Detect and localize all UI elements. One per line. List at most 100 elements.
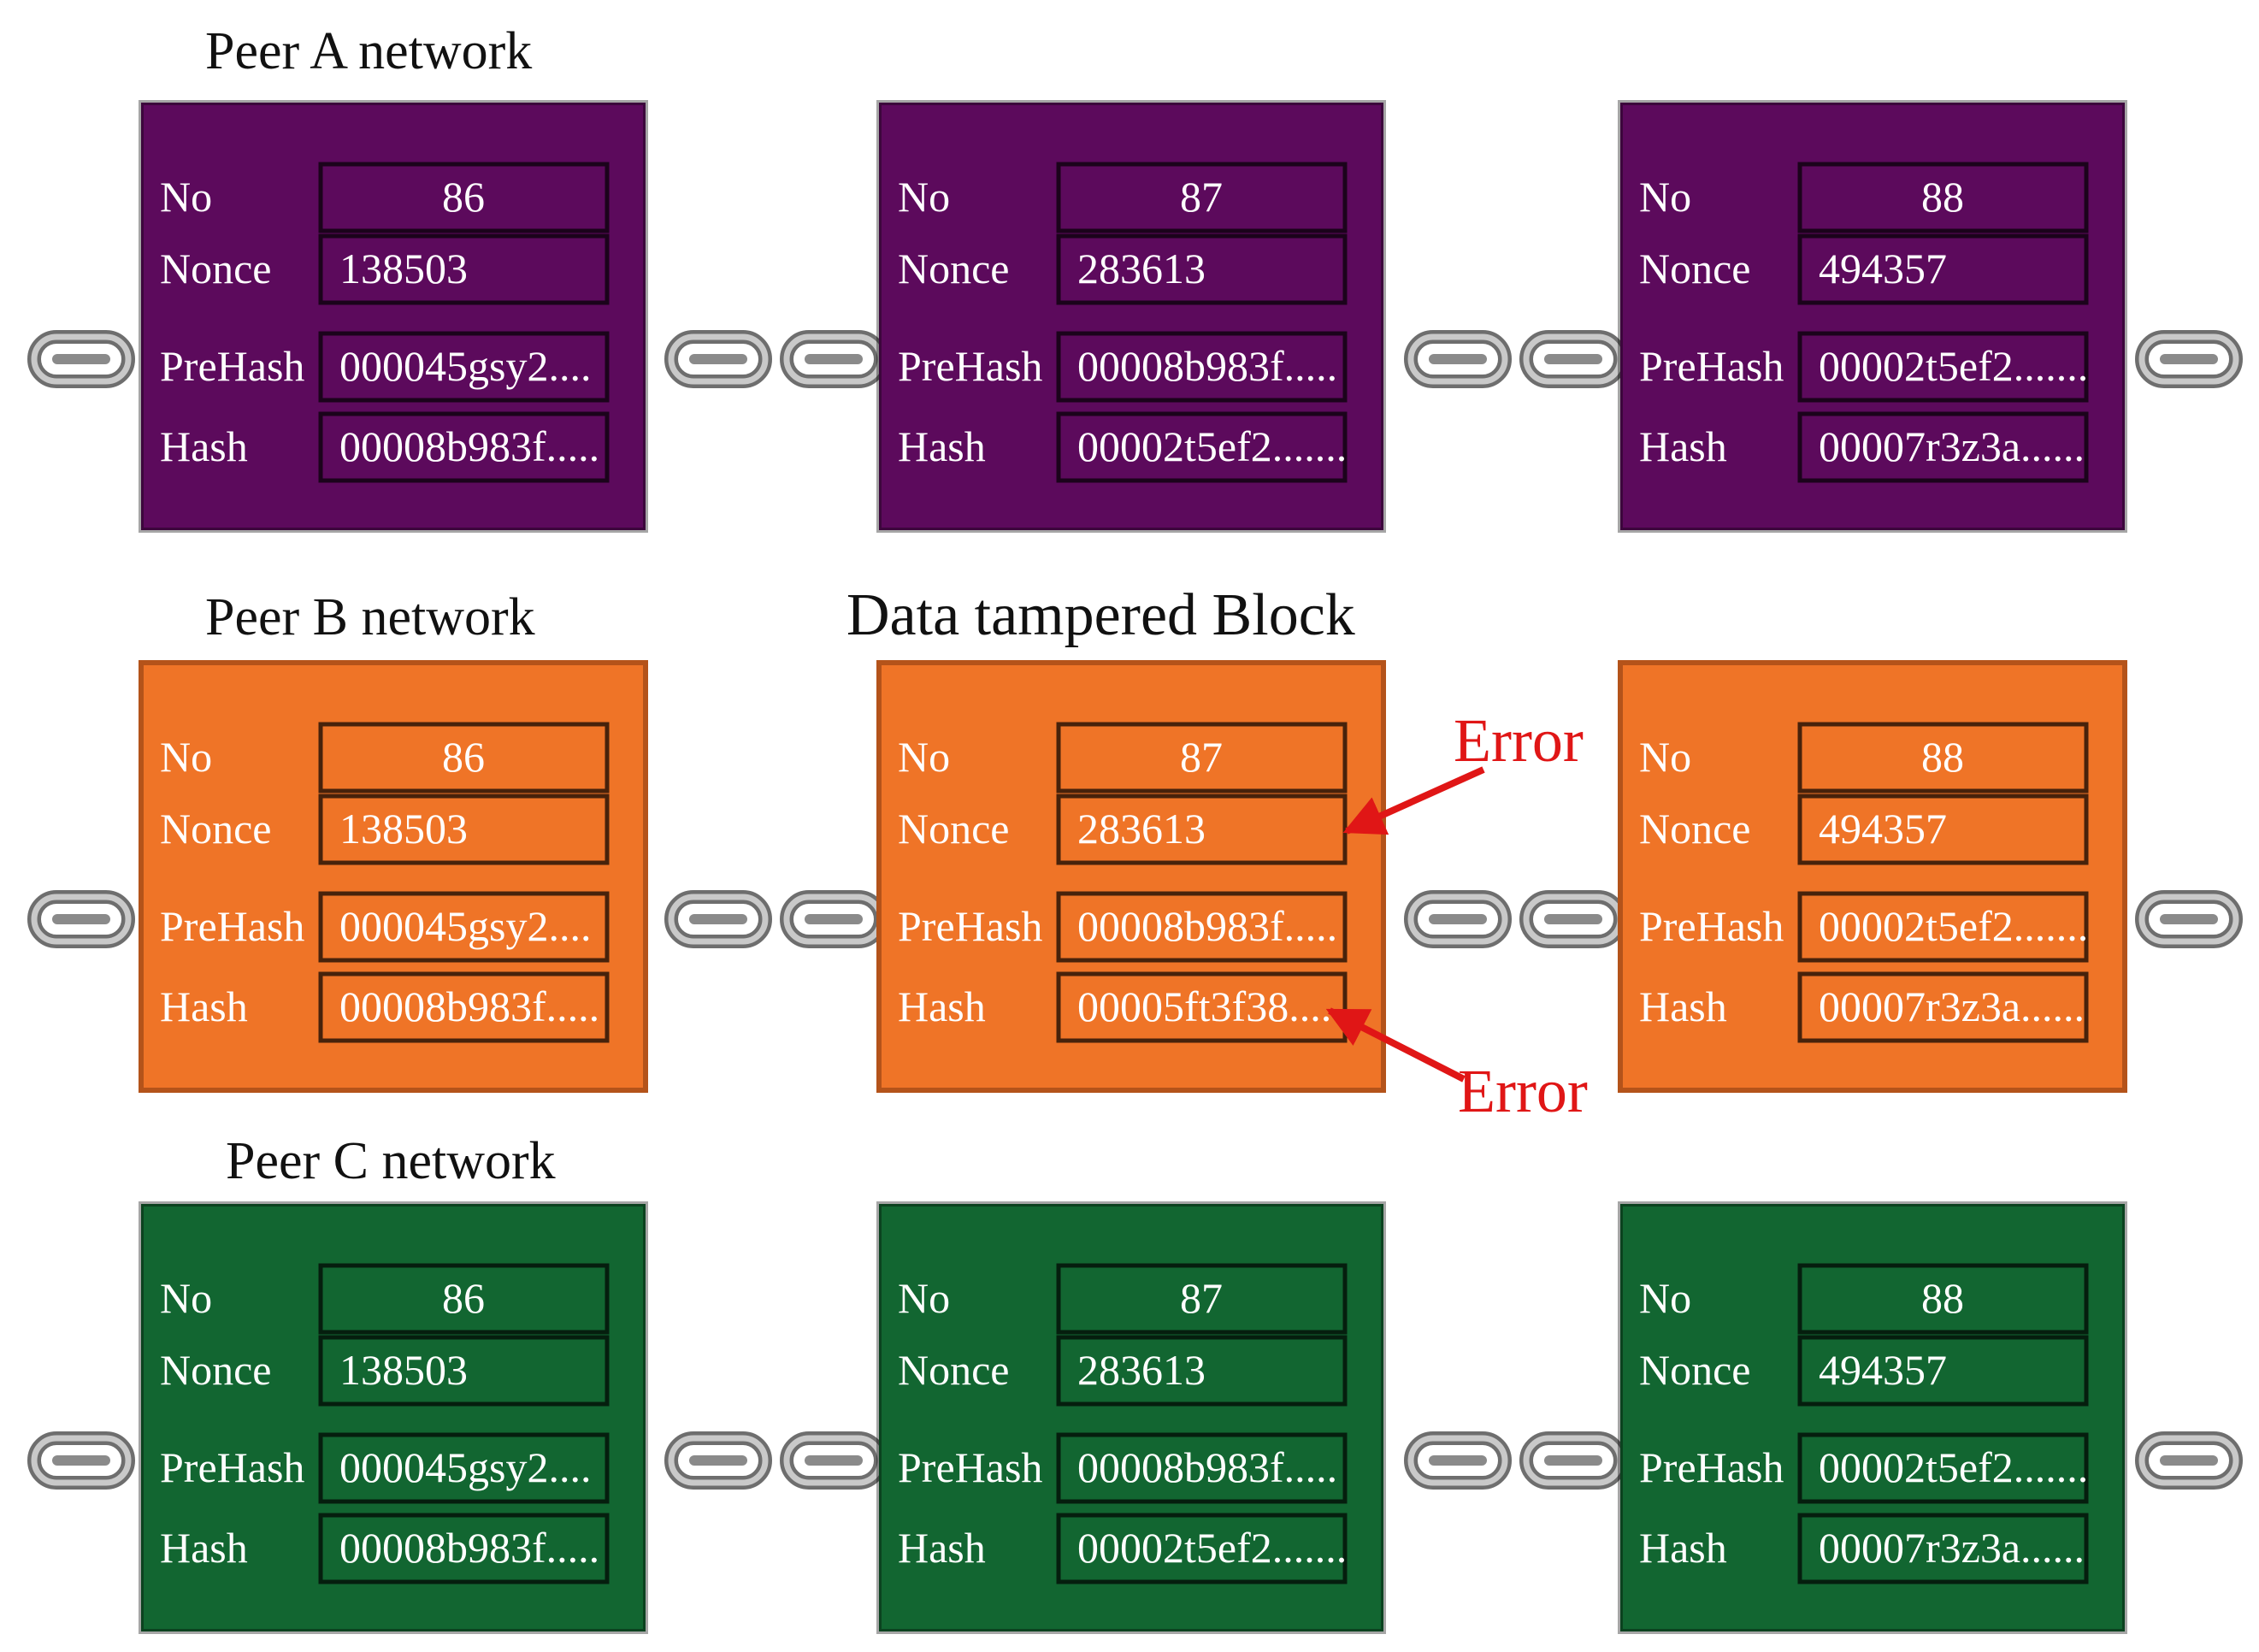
field-label-prehash: PreHash xyxy=(898,902,1042,950)
field-value-nonce: 138503 xyxy=(339,245,468,292)
field-label-no: No xyxy=(898,733,950,781)
field-value-prehash: 00008b983f..... xyxy=(1077,902,1337,950)
field-value-no: 86 xyxy=(442,173,485,221)
block-background xyxy=(139,1201,648,1634)
error-arrow-nonce xyxy=(1342,766,1485,835)
chain-link-row-3-gap-1-1 xyxy=(664,1431,772,1490)
chain-link-row-2-gap-1-1 xyxy=(664,890,772,948)
field-value-no: 88 xyxy=(1921,733,1964,781)
field-label-prehash: PreHash xyxy=(160,902,304,950)
tampered-block-label: Data tampered Block xyxy=(846,582,1355,648)
field-label-nonce: Nonce xyxy=(1639,1346,1751,1394)
chain-link-right-row-2 xyxy=(2135,890,2243,948)
peer-c-title: Peer C network xyxy=(226,1132,556,1190)
field-box-hash xyxy=(1797,971,2089,1043)
chain-link-row-1-gap-1-1 xyxy=(664,330,772,388)
error-label-hash: Error xyxy=(1458,1057,1588,1125)
field-value-prehash: 00002t5ef2....... xyxy=(1819,342,2088,390)
field-box-hash xyxy=(1797,411,2089,483)
field-value-nonce: 494357 xyxy=(1819,245,1947,292)
field-box-prehash xyxy=(1056,891,1348,963)
block-background xyxy=(1618,1201,2127,1634)
field-box-no xyxy=(1797,1263,2089,1335)
field-label-no: No xyxy=(1639,733,1691,781)
field-value-prehash: 00008b983f..... xyxy=(1077,1443,1337,1491)
field-label-hash: Hash xyxy=(160,422,248,470)
field-label-prehash: PreHash xyxy=(1639,1443,1784,1491)
field-value-prehash: 00002t5ef2....... xyxy=(1819,1443,2088,1491)
field-value-hash: 00008b983f..... xyxy=(339,422,599,470)
field-label-no: No xyxy=(898,173,950,221)
field-value-no: 88 xyxy=(1921,1274,1964,1322)
field-box-nonce xyxy=(318,1335,610,1407)
chain-link-right-row-3 xyxy=(2135,1431,2243,1490)
chain-link-left-row-1 xyxy=(27,330,135,388)
field-box-hash xyxy=(1056,411,1348,483)
field-label-hash: Hash xyxy=(898,422,986,470)
field-label-prehash: PreHash xyxy=(160,1443,304,1491)
chain-link-row-3-gap-1-2 xyxy=(780,1431,888,1490)
field-box-nonce xyxy=(1056,233,1348,305)
field-label-nonce: Nonce xyxy=(1639,245,1751,292)
field-box-hash xyxy=(1056,1513,1348,1584)
field-value-nonce: 138503 xyxy=(339,805,468,853)
error-arrow-hash xyxy=(1325,1007,1466,1083)
field-box-prehash xyxy=(318,1432,610,1504)
field-value-no: 87 xyxy=(1180,733,1223,781)
field-box-nonce xyxy=(1797,1335,2089,1407)
peer-a-title: Peer A network xyxy=(205,22,532,80)
block-background xyxy=(1618,100,2127,533)
field-value-hash: 00007r3z3a...... xyxy=(1819,422,2085,470)
field-box-no xyxy=(1056,722,1348,794)
field-box-no xyxy=(318,162,610,233)
field-label-prehash: PreHash xyxy=(160,342,304,390)
field-value-no: 86 xyxy=(442,1274,485,1322)
chain-link-row-1-gap-2-1 xyxy=(1404,330,1512,388)
field-label-nonce: Nonce xyxy=(1639,805,1751,853)
chain-link-right-row-1 xyxy=(2135,330,2243,388)
field-label-no: No xyxy=(160,173,212,221)
field-box-hash xyxy=(318,411,610,483)
field-box-prehash xyxy=(318,891,610,963)
field-label-nonce: Nonce xyxy=(160,805,272,853)
error-annotations: Error Error xyxy=(1325,706,1588,1125)
field-label-hash: Hash xyxy=(1639,422,1727,470)
field-box-nonce xyxy=(318,233,610,305)
field-box-hash xyxy=(318,1513,610,1584)
field-label-nonce: Nonce xyxy=(898,805,1010,853)
field-label-prehash: PreHash xyxy=(898,1443,1042,1491)
field-box-no xyxy=(1797,162,2089,233)
field-label-hash: Hash xyxy=(1639,1524,1727,1572)
field-label-hash: Hash xyxy=(160,1524,248,1572)
chain-link-row-3-gap-2-1 xyxy=(1404,1431,1512,1490)
field-label-hash: Hash xyxy=(1639,982,1727,1030)
field-label-no: No xyxy=(1639,173,1691,221)
field-label-prehash: PreHash xyxy=(1639,902,1784,950)
field-value-no: 87 xyxy=(1180,173,1223,221)
field-box-prehash xyxy=(1056,331,1348,403)
chain-link-row-2-gap-2-2 xyxy=(1519,890,1627,948)
field-box-hash xyxy=(1056,971,1348,1043)
field-label-no: No xyxy=(1639,1274,1691,1322)
field-label-no: No xyxy=(160,1274,212,1322)
field-label-nonce: Nonce xyxy=(160,1346,272,1394)
field-value-hash: 00002t5ef2....... xyxy=(1077,422,1347,470)
chain-link-left-row-3 xyxy=(27,1431,135,1490)
field-value-hash: 00007r3z3a...... xyxy=(1819,982,2085,1030)
field-value-prehash: 00002t5ef2....... xyxy=(1819,902,2088,950)
chain-link-left-row-2 xyxy=(27,890,135,948)
field-value-prehash: 000045gsy2.... xyxy=(339,902,591,950)
field-box-no xyxy=(1797,722,2089,794)
field-value-nonce: 138503 xyxy=(339,1346,468,1394)
field-value-nonce: 283613 xyxy=(1077,245,1206,292)
block-background xyxy=(876,660,1386,1093)
field-value-hash: 00005ft3f38...... xyxy=(1077,982,1353,1030)
chain-link-row-3-gap-2-2 xyxy=(1519,1431,1627,1490)
